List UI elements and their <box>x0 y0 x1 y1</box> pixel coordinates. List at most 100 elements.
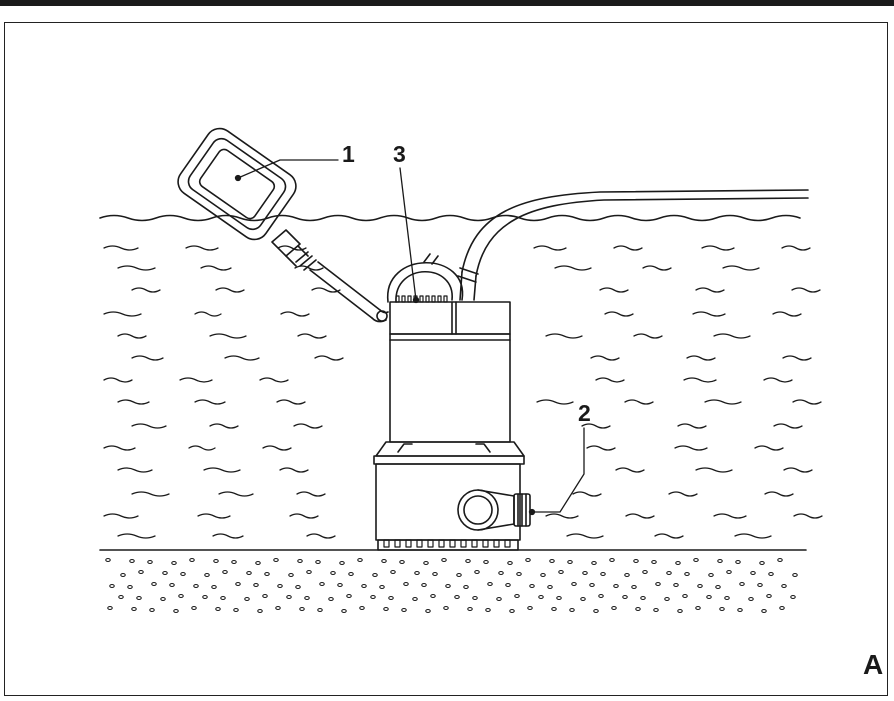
gravel-stone <box>693 557 699 563</box>
ripple <box>754 445 784 451</box>
gravel-stone <box>483 559 489 565</box>
ripple <box>131 287 161 293</box>
gravel-stone <box>715 584 721 590</box>
gravel-stone <box>204 572 210 578</box>
base-slot <box>416 539 423 548</box>
gravel-stone <box>653 607 659 613</box>
gravel-stone <box>624 572 630 578</box>
ripple <box>734 533 772 539</box>
gravel-stone <box>246 570 252 576</box>
gravel-stone <box>737 607 743 613</box>
gravel-stone <box>147 559 153 565</box>
ripple <box>279 467 309 473</box>
ripple <box>668 491 698 497</box>
ripple <box>773 423 803 429</box>
gravel-stone <box>129 558 135 564</box>
ripple <box>209 423 239 429</box>
gravel-stone <box>642 569 648 575</box>
ripple <box>131 423 167 429</box>
gravel-stone <box>790 594 796 600</box>
ripple <box>772 311 802 317</box>
gravel-stone <box>677 608 683 614</box>
gravel-stone <box>761 608 767 614</box>
ripple <box>131 491 170 497</box>
gravel-stone <box>430 593 436 599</box>
ripple <box>117 399 150 405</box>
ripple <box>117 467 153 473</box>
water-surface <box>99 214 801 222</box>
gravel-stone <box>299 606 305 612</box>
gravel-stone <box>708 572 714 578</box>
ripple <box>545 513 579 519</box>
gravel-stone <box>487 581 493 587</box>
gravel-stone <box>255 560 261 566</box>
grille-slot <box>437 295 442 303</box>
gravel-stone <box>633 558 639 564</box>
gravel-stone <box>403 581 409 587</box>
ripple <box>713 333 751 339</box>
gravel-stone <box>383 606 389 612</box>
gravel-stone <box>613 583 619 589</box>
ripple <box>314 355 344 361</box>
base-slots <box>383 539 511 548</box>
ripple <box>103 377 133 383</box>
ripple <box>533 245 567 251</box>
ripple <box>624 399 654 405</box>
ripple <box>212 533 244 539</box>
gravel-stone <box>193 583 199 589</box>
ripple <box>103 513 139 519</box>
ripple <box>103 445 136 451</box>
gravel-stone <box>527 605 533 611</box>
gravel-stone <box>257 608 263 614</box>
gravel-stone <box>739 581 745 587</box>
gravel-stone <box>779 605 785 611</box>
gravel-stone <box>600 571 606 577</box>
ripple <box>280 311 310 317</box>
gravel-stone <box>445 583 451 589</box>
gravel-stone <box>273 557 279 563</box>
gravel-stone <box>474 569 480 575</box>
gravel-stone <box>109 583 115 589</box>
gravel-stone <box>370 594 376 600</box>
gravel-stone <box>414 570 420 576</box>
gravel-stone <box>622 594 628 600</box>
gravel-stone <box>547 584 553 590</box>
ripple <box>545 333 583 339</box>
gravel-stone <box>215 606 221 612</box>
ripple <box>536 399 574 405</box>
gravel-stone <box>748 596 754 602</box>
gravel-stone <box>443 605 449 611</box>
gravel-stone <box>697 583 703 589</box>
ripple <box>633 333 663 339</box>
ripple <box>259 377 289 383</box>
grille-slot <box>431 295 436 303</box>
gravel-stone <box>695 605 701 611</box>
gravel-stone <box>202 594 208 600</box>
ripple <box>783 467 813 473</box>
ripple <box>224 355 260 361</box>
gravel-stone <box>138 569 144 575</box>
gravel-stone <box>120 572 126 578</box>
callout-1-float-switch: 1 <box>342 141 355 167</box>
grille-slots <box>395 295 448 303</box>
gravel-stone <box>611 605 617 611</box>
gravel-stone <box>171 560 177 566</box>
gravel-stone <box>169 582 175 588</box>
ripple <box>654 533 684 539</box>
base-slot <box>405 539 412 548</box>
gravel-stone <box>467 606 473 612</box>
gravel-stone <box>339 560 345 566</box>
ripple <box>209 333 247 339</box>
ripple <box>289 513 319 519</box>
gravel-stone <box>717 558 723 564</box>
ripple <box>200 265 232 271</box>
ripple <box>793 513 823 519</box>
gravel-stone <box>149 607 155 613</box>
base-slot <box>471 539 478 548</box>
figure-label: A <box>863 649 884 680</box>
gravel-stone <box>556 595 562 601</box>
gravel-stone <box>357 557 363 563</box>
gravel-stone <box>589 582 595 588</box>
ripple <box>674 445 708 451</box>
